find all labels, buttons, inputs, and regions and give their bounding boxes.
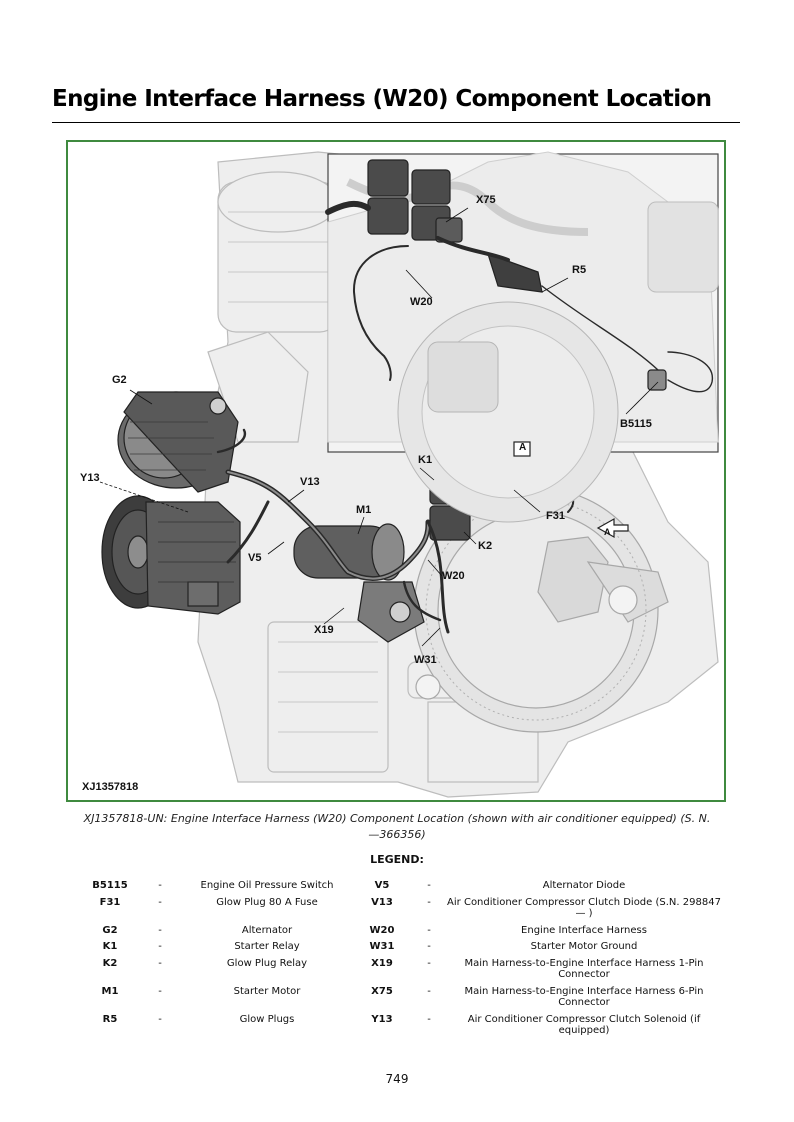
legend-code: X19 — [371, 957, 393, 969]
legend-code: V5 — [374, 880, 390, 891]
engine-illustration — [99, 151, 719, 798]
page-title: Engine Interface Harness (W20) Component… — [52, 86, 712, 112]
legend-description: Glow Plug Relay — [226, 957, 308, 969]
legend-dash: - — [158, 941, 162, 952]
legend-dash: - — [158, 924, 162, 936]
legend-description: Alternator — [241, 924, 293, 936]
component-location-figure: G2 Y13 V13 M1 V5 X19 W31 W20 K1 K2 F31 A… — [66, 140, 726, 802]
legend-code: W31 — [369, 941, 395, 952]
page-number: 749 — [385, 1072, 409, 1086]
legend-code: V13 — [371, 896, 393, 908]
callout-m1: M1 — [356, 504, 372, 516]
legend-dash: - — [427, 896, 431, 908]
legend-code: F31 — [99, 896, 121, 908]
callout-k1: K1 — [418, 454, 433, 466]
legend-description: Air Conditioner Compressor Clutch Diode … — [447, 896, 721, 920]
legend-description: Alternator Diode — [542, 880, 626, 891]
callout-b5115: B5115 — [620, 418, 652, 430]
legend-dash: - — [427, 941, 431, 952]
legend-row: K2 - Glow Plug Relay X19 - Main Harness-to-En… — [82, 958, 722, 986]
callout-v5: V5 — [248, 552, 262, 564]
legend-code: G2 — [102, 924, 118, 936]
legend-description: Main Harness-to-Engine Interface Harness… — [464, 985, 704, 1009]
legend-description: Starter Relay — [234, 941, 300, 952]
legend-code: M1 — [101, 985, 119, 997]
legend-description: Engine Oil Pressure Switch — [200, 880, 334, 891]
callout-x19: X19 — [314, 624, 334, 636]
figure-caption: XJ1357818-UN: Engine Interface Harness (… — [83, 812, 711, 841]
callout-f31: F31 — [546, 510, 565, 522]
callout-w20: W20 — [442, 570, 465, 582]
legend-row: K1 - Starter Relay W31 - Starter Motor Ground — [82, 941, 722, 958]
legend-code: B5115 — [92, 880, 128, 891]
callout-g2: G2 — [112, 374, 127, 386]
legend-description: Glow Plug 80 A Fuse — [216, 896, 318, 908]
legend-dash: - — [427, 880, 431, 891]
callout-w31: W31 — [414, 654, 437, 666]
legend-dash: - — [427, 985, 431, 997]
legend-dash: - — [427, 1013, 431, 1025]
legend-description: Main Harness-to-Engine Interface Harness… — [464, 957, 704, 981]
legend-code: Y13 — [371, 1013, 393, 1025]
title-divider — [52, 122, 740, 123]
legend-table: B5115 - Engine Oil Pressure Switch V5 - Alter… — [82, 880, 722, 1042]
legend-dash: - — [158, 985, 162, 997]
legend-row: M1 - Starter Motor X75 - Main Harness-to-Engi… — [82, 986, 722, 1014]
legend-code: K2 — [102, 957, 118, 969]
legend-dash: - — [158, 880, 162, 891]
legend-row: F31 - Glow Plug 80 A Fuse V13 - Air Condition… — [82, 897, 722, 925]
legend-dash: - — [158, 896, 162, 908]
legend-dash: - — [158, 1013, 162, 1025]
legend-code: W20 — [369, 924, 395, 936]
callout-r5: R5 — [572, 264, 587, 276]
legend-description: Air Conditioner Compressor Clutch Soleno… — [467, 1013, 701, 1037]
legend-code: X75 — [371, 985, 393, 997]
legend-code: R5 — [102, 1013, 118, 1025]
callout-k2: K2 — [478, 540, 493, 552]
callout-view-a-arrow: A — [604, 527, 611, 537]
legend-description: Starter Motor — [233, 985, 301, 997]
legend-description: Glow Plugs — [239, 1013, 295, 1025]
legend-code: K1 — [102, 941, 118, 952]
callout-view-a-label: A — [519, 442, 527, 453]
legend-row: R5 - Glow Plugs Y13 - Air Conditioner Compres… — [82, 1014, 722, 1042]
legend-dash: - — [427, 957, 431, 969]
legend-row: B5115 - Engine Oil Pressure Switch V5 - Alter… — [82, 880, 722, 897]
legend-dash: - — [427, 924, 431, 936]
legend-dash: - — [158, 957, 162, 969]
legend-title: LEGEND: — [370, 853, 424, 866]
callout-v13: V13 — [300, 476, 320, 488]
legend-description: Engine Interface Harness — [521, 924, 647, 936]
figure-id: XJ1357818 — [82, 781, 139, 793]
callout-x75: X75 — [476, 194, 496, 206]
callout-w20-inset: W20 — [410, 296, 433, 308]
callout-y13: Y13 — [80, 472, 100, 484]
legend-description: Starter Motor Ground — [530, 941, 638, 952]
legend-row: G2 - Alternator W20 - Engine Interface Harnes… — [82, 925, 722, 942]
